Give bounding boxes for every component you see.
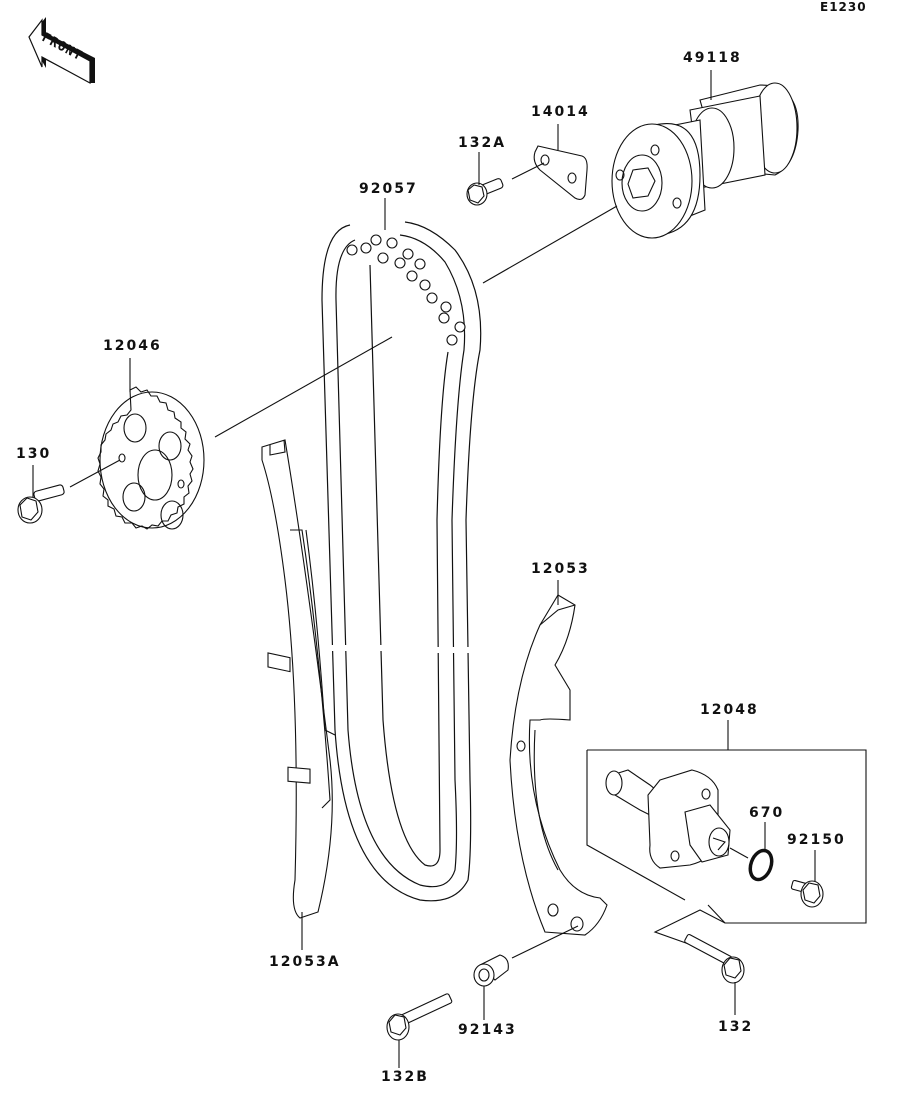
part-label-12046[interactable]: 12046 — [103, 338, 162, 354]
timing-chain-92057[interactable] — [321, 221, 482, 902]
part-label-49118[interactable]: 49118 — [683, 50, 742, 66]
part-label-132B[interactable]: 132B — [381, 1069, 429, 1085]
leader-line-plate-bolt — [511, 162, 545, 180]
leader-line-tensioner-oring — [729, 847, 749, 859]
camshaft-49118[interactable] — [611, 82, 799, 239]
chain-links — [346, 234, 466, 346]
bolt-132B[interactable] — [386, 993, 453, 1041]
bolt-92150[interactable] — [790, 879, 824, 908]
tensioner-guide-12053[interactable] — [509, 594, 608, 936]
bolt-132A[interactable] — [466, 178, 504, 206]
leader-line-camshaft-chain — [482, 205, 618, 284]
bolt-130[interactable] — [17, 484, 65, 524]
part-label-130[interactable]: 130 — [16, 446, 52, 462]
tensioner-12048[interactable] — [605, 769, 731, 869]
collar-92143[interactable] — [473, 954, 509, 987]
leader-line-sprocket-chain — [214, 336, 393, 438]
part-label-132[interactable]: 132 — [718, 1019, 754, 1035]
chain-guide-12053A[interactable] — [261, 439, 336, 919]
bolt-132[interactable] — [684, 934, 745, 984]
plate-14014[interactable] — [533, 145, 588, 201]
tensioner-assembly-box — [586, 749, 867, 949]
part-label-670[interactable]: 670 — [749, 805, 785, 821]
part-label-14014[interactable]: 14014 — [531, 104, 590, 120]
part-label-92150[interactable]: 92150 — [787, 832, 846, 848]
leader-line-collar-guide — [511, 925, 579, 959]
part-label-12048[interactable]: 12048 — [700, 702, 759, 718]
part-label-12053[interactable]: 12053 — [531, 561, 590, 577]
cam-sprocket-12046[interactable] — [97, 386, 205, 530]
part-label-12053A[interactable]: 12053A — [269, 954, 341, 970]
part-label-92143[interactable]: 92143 — [458, 1022, 517, 1038]
leader-line-bolt-sprocket — [69, 459, 121, 488]
part-label-92057[interactable]: 92057 — [359, 181, 418, 197]
o-ring-670[interactable] — [746, 847, 775, 882]
part-label-132A[interactable]: 132A — [458, 135, 507, 151]
diagram-code: E1230 — [820, 0, 867, 14]
front-arrow-icon — [28, 17, 95, 85]
